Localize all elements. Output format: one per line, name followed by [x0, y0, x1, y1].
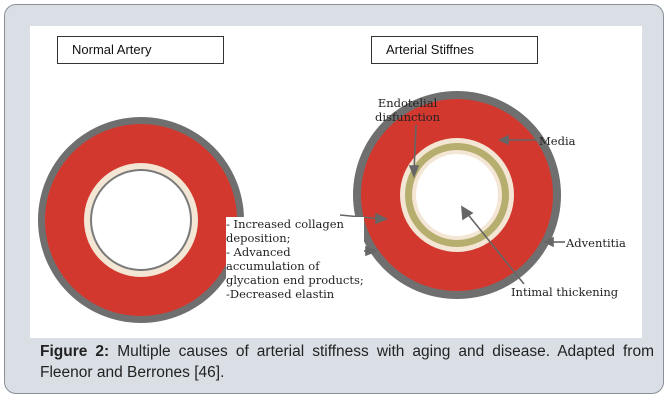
media-label: Media: [539, 134, 575, 148]
caption-label: Figure 2:: [40, 343, 109, 360]
causes-list: - Increased collagen deposition; - Advan…: [226, 217, 364, 301]
endothelial-label: Endotelial disfunction: [375, 96, 440, 124]
normal-lumen: [92, 171, 190, 269]
adventitia-label: Adventitia: [566, 236, 626, 250]
normal-artery-title: Normal Artery: [57, 36, 224, 64]
figure-caption: Figure 2: Multiple causes of arterial st…: [40, 341, 654, 383]
intimal-thickening-label: Intimal thickening: [511, 285, 618, 299]
stiff-lumen: [416, 154, 498, 236]
normal-artery: [38, 117, 244, 323]
caption-text: Multiple causes of arterial stiffness wi…: [40, 343, 654, 381]
arterial-stiffness-title: Arterial Stiffnes: [371, 36, 538, 64]
